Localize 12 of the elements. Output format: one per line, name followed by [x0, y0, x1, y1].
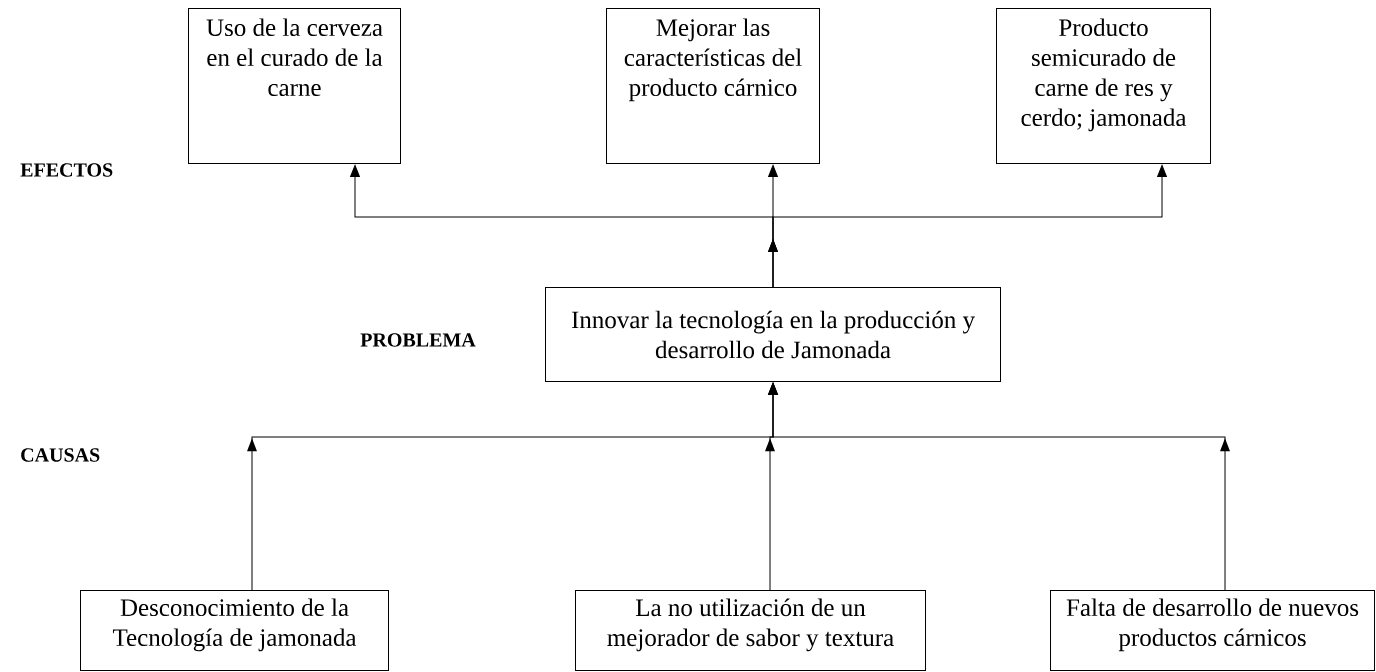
arrow: [768, 164, 1167, 288]
arrow: [768, 382, 1230, 591]
section-label: CAUSAS: [21, 448, 100, 462]
effect-box: Uso de la cerveza en el curado de la carne: [188, 8, 401, 164]
section-label: EFECTOS: [20, 163, 113, 177]
problem-box: Innovar la tecnología en la producción y desarrollo de Jamonada: [545, 287, 1001, 382]
effect-box: Mejorar las características del producto cárnico: [606, 8, 820, 164]
section-label: PROBLEMA: [360, 333, 476, 347]
effect-box: Producto semicurado de carne de res y cerdo; jamonada: [996, 8, 1211, 164]
cause-box: Desconocimiento de la Tecnología de jamonada: [80, 590, 389, 671]
cause-box: Falta de desarrollo de nuevos productos cárnicos: [1050, 590, 1375, 671]
cause-box: La no utilización de un mejorador de sabor y textura: [575, 590, 926, 671]
